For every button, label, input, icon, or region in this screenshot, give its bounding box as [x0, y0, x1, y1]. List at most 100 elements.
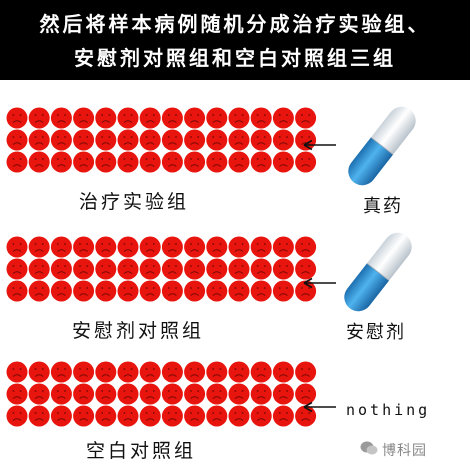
sad-face-icon — [72, 280, 95, 302]
group-label-blank: 空白对照组 — [86, 440, 197, 462]
sad-face-icon — [117, 383, 139, 405]
sad-face-icon — [250, 405, 273, 427]
sad-face-icon — [250, 129, 273, 151]
sad-face-icon — [294, 129, 317, 151]
sad-face-icon — [250, 107, 273, 129]
group-label-placebo: 安慰剂对照组 — [72, 320, 205, 342]
sad-face-icon — [161, 280, 184, 302]
sad-face-icon — [205, 361, 228, 383]
sad-face-icon — [183, 405, 206, 427]
sad-face-icon — [94, 151, 117, 173]
sad-face-icon — [72, 258, 95, 280]
left-arrow-icon — [303, 401, 337, 413]
sad-face-icon — [228, 405, 250, 427]
sad-face-icon — [28, 258, 51, 280]
wechat-icon — [360, 441, 378, 455]
watermark-text: 博科园 — [382, 443, 427, 459]
sad-face-icon — [94, 405, 117, 427]
sad-face-icon — [50, 383, 73, 405]
sad-face-icon — [6, 107, 28, 129]
sad-face-icon — [28, 280, 51, 302]
sad-face-icon — [50, 107, 73, 129]
sad-face-icon — [294, 151, 317, 173]
sad-face-icon — [183, 236, 206, 258]
sad-face-icon — [117, 236, 139, 258]
sad-face-icon — [250, 236, 273, 258]
sad-face-icon — [6, 383, 28, 405]
sad-face-icon — [161, 258, 184, 280]
sad-face-icon — [72, 236, 95, 258]
sad-face-icon — [250, 280, 273, 302]
sad-face-icon — [205, 280, 228, 302]
sad-face-icon — [228, 129, 250, 151]
sad-face-icon — [50, 361, 73, 383]
sad-face-icon — [117, 107, 139, 129]
sad-face-icon — [6, 258, 28, 280]
sad-face-icon — [272, 383, 295, 405]
sad-face-icon — [6, 236, 28, 258]
sad-face-icon — [50, 151, 73, 173]
sad-face-icon — [117, 129, 139, 151]
sad-face-icon — [139, 107, 162, 129]
left-arrow-icon — [303, 277, 337, 289]
sad-face-icon — [94, 129, 117, 151]
sad-face-icon — [161, 405, 184, 427]
sad-face-icon — [272, 129, 295, 151]
sad-face-icon — [161, 236, 184, 258]
sad-face-icon — [183, 151, 206, 173]
sad-face-icon — [28, 129, 51, 151]
sad-face-icon — [94, 107, 117, 129]
sad-face-icon — [117, 258, 139, 280]
pill-label-real-drug: 真药 — [363, 196, 403, 217]
sad-face-icon — [205, 258, 228, 280]
header-line-1: 然后将样本病例随机分成治疗实验组、 — [39, 12, 431, 36]
sad-face-icon — [117, 405, 139, 427]
sad-face-icon — [183, 361, 206, 383]
sad-face-icon — [28, 405, 51, 427]
sad-face-icon — [272, 258, 295, 280]
sad-face-icon — [272, 151, 295, 173]
sad-face-icon — [72, 383, 95, 405]
sad-face-icon — [294, 236, 317, 258]
group-label-treatment: 治疗实验组 — [79, 191, 190, 213]
sad-face-icon — [294, 258, 317, 280]
sad-face-icon — [294, 107, 317, 129]
sad-face-icon — [161, 107, 184, 129]
sad-face-icon — [139, 383, 162, 405]
sad-face-icon — [6, 405, 28, 427]
sad-face-icon — [205, 107, 228, 129]
sad-face-icon — [139, 151, 162, 173]
sad-face-grid — [6, 107, 317, 427]
sad-face-icon — [272, 405, 295, 427]
sad-face-icon — [94, 383, 117, 405]
sad-face-icon — [6, 151, 28, 173]
sad-face-icon — [228, 107, 250, 129]
sad-face-icon — [228, 236, 250, 258]
left-arrow-icon — [303, 139, 337, 151]
sad-face-icon — [250, 151, 273, 173]
pill-label-placebo: 安慰剂 — [346, 322, 406, 343]
sad-face-icon — [50, 236, 73, 258]
sad-face-icon — [250, 383, 273, 405]
capsule-pill-icon — [338, 226, 418, 318]
sad-face-icon — [205, 129, 228, 151]
sad-face-icon — [183, 258, 206, 280]
header-line-2: 安慰剂对照组和空白对照组三组 — [74, 46, 396, 70]
nothing-label: nothing — [346, 401, 431, 419]
sad-face-icon — [72, 405, 95, 427]
sad-face-icon — [28, 236, 51, 258]
sad-face-icon — [28, 361, 51, 383]
sad-face-icon — [228, 361, 250, 383]
sad-face-icon — [117, 280, 139, 302]
sad-face-icon — [228, 280, 250, 302]
sad-face-icon — [6, 129, 28, 151]
sad-face-icon — [94, 236, 117, 258]
sad-face-icon — [161, 129, 184, 151]
sad-face-icon — [6, 361, 28, 383]
sad-face-icon — [6, 280, 28, 302]
header-banner: 然后将样本病例随机分成治疗实验组、 安慰剂对照组和空白对照组三组 — [0, 0, 470, 80]
sad-face-icon — [94, 258, 117, 280]
sad-face-icon — [50, 129, 73, 151]
sad-face-icon — [228, 151, 250, 173]
sad-face-icon — [205, 405, 228, 427]
